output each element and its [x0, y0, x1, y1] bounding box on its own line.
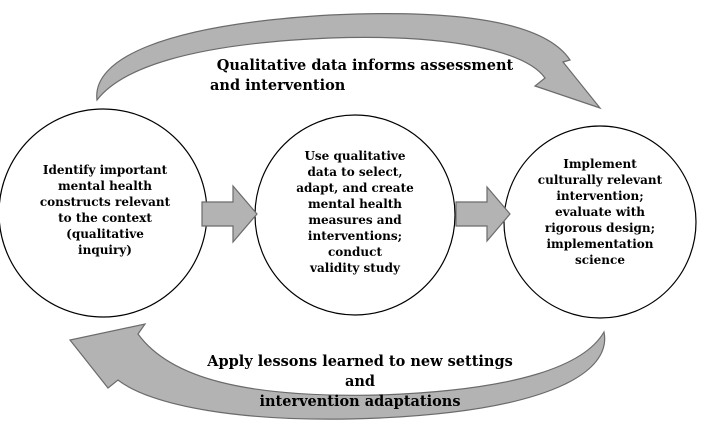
step-2-line: adapt, and create	[296, 181, 414, 195]
bottom-caption-line-1: Apply lessons learned to new settings an…	[207, 353, 513, 390]
top-caption-line-2: and intervention	[210, 77, 346, 94]
top-curved-arrow-icon	[96, 13, 602, 110]
step-1-line: Identify important	[42, 163, 168, 177]
step-1-line: (qualitative	[66, 227, 144, 241]
top-caption-line-1: Qualitative data informs assessment	[216, 57, 514, 74]
bottom-curved-arrow-icon	[68, 323, 606, 420]
bottom-caption-line-2: intervention adaptations	[259, 393, 461, 410]
block-arrow-1-icon	[201, 184, 258, 244]
bottom-caption: Apply lessons learned to new settings an…	[190, 352, 530, 412]
block-arrow-2-icon	[455, 185, 511, 243]
step-3-line: culturally relevant	[537, 173, 663, 187]
step-3-circle	[503, 125, 697, 319]
step-1-text: Identify important mental health constru…	[20, 162, 190, 258]
step-3-line: rigorous design;	[544, 221, 656, 235]
step-3-line: Implement	[563, 157, 637, 171]
step-1-line: constructs relevant	[39, 195, 171, 209]
step-2-line: conduct	[328, 245, 382, 259]
step-2-line: Use qualitative	[304, 149, 406, 163]
step-3-text: Implement culturally relevant interventi…	[525, 156, 675, 268]
top-caption: Qualitative data informs assessment and …	[180, 56, 550, 96]
step-2-line: validity study	[310, 261, 400, 275]
step-3-line: evaluate with	[555, 205, 645, 219]
step-2-text: Use qualitative data to select, adapt, a…	[280, 148, 430, 276]
step-1-line: inquiry)	[78, 243, 132, 257]
step-3-line: science	[575, 253, 625, 267]
step-2-line: interventions;	[307, 229, 403, 243]
step-3-line: implementation	[546, 237, 654, 251]
step-2-line: mental health	[307, 197, 403, 211]
step-3-line: intervention;	[556, 189, 644, 203]
step-1-line: mental health	[57, 179, 153, 193]
step-2-line: data to select,	[307, 165, 403, 179]
step-1-line: to the context	[58, 211, 152, 225]
step-2-line: measures and	[308, 213, 402, 227]
